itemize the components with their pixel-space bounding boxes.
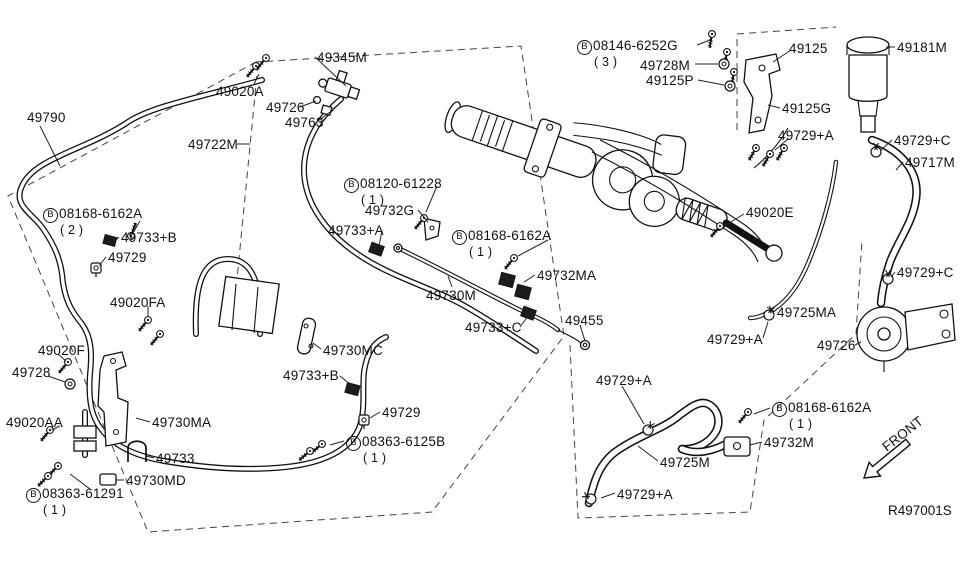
tube-49730M [393,243,591,351]
pressure-hose-49722M [301,96,539,354]
reservoir-tank [846,36,890,133]
diagram-ref-code: R497001S [888,503,952,518]
suction-hose-49717M [867,135,921,308]
connector-49345M [318,69,361,101]
leader-lines [39,39,904,499]
bracket-49732G [423,217,441,241]
clamp-49733 [127,440,147,462]
clip-49730MD [99,473,117,486]
clamp-pads [102,233,537,397]
low-pressure-hose-49725M [584,398,751,508]
pressure-pipe-49725MA [747,159,839,321]
u-bend-pipe [192,256,280,337]
pipe-stub-bottom-left [73,409,97,458]
return-pipe-49790 [16,77,389,472]
steering-gear-assembly [444,101,783,262]
dashed-boundary [7,26,863,533]
fittings-49726-49763 [312,95,333,116]
bracket-49730MA [97,351,129,447]
power-steering-pump [856,303,956,372]
strap-49730MC [296,317,317,355]
front-arrow-icon [862,438,912,479]
